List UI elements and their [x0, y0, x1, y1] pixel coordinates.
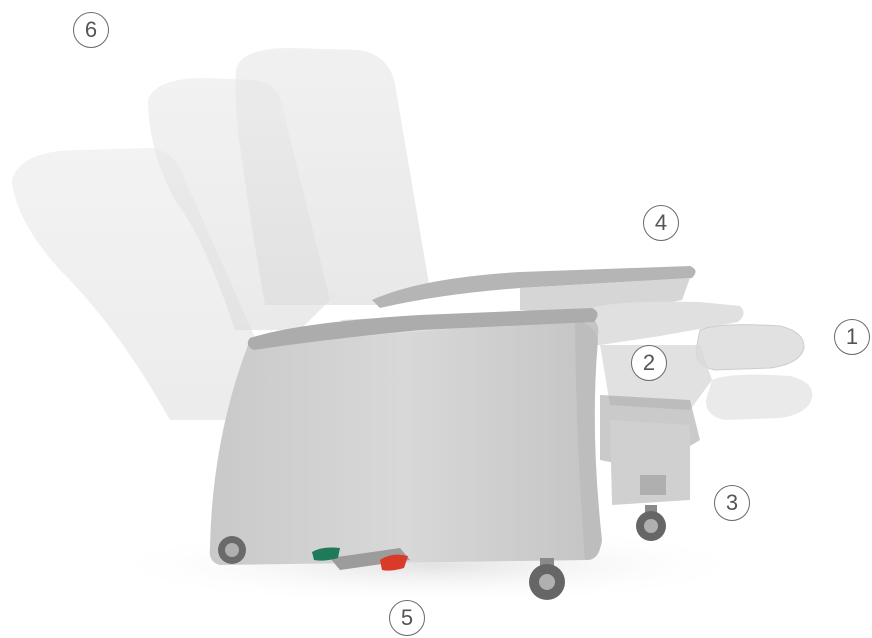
- legrest-upper: [696, 325, 804, 370]
- base-plate: [640, 475, 666, 495]
- callout-3-base: 3: [714, 485, 750, 521]
- legrest-lower: [706, 375, 812, 420]
- callout-2-footrest: 2: [631, 345, 667, 381]
- callout-6-backrest: 6: [73, 12, 109, 48]
- callout-5-pedal: 5: [389, 600, 425, 636]
- caster-wheel-front-right: [636, 505, 666, 541]
- callout-4-armrest: 4: [643, 205, 679, 241]
- backrest-upright-position: [236, 48, 430, 305]
- caster-wheel-rear-left: [218, 536, 246, 564]
- callout-1-legrest: 1: [834, 319, 870, 355]
- near-side-panel: [210, 318, 601, 565]
